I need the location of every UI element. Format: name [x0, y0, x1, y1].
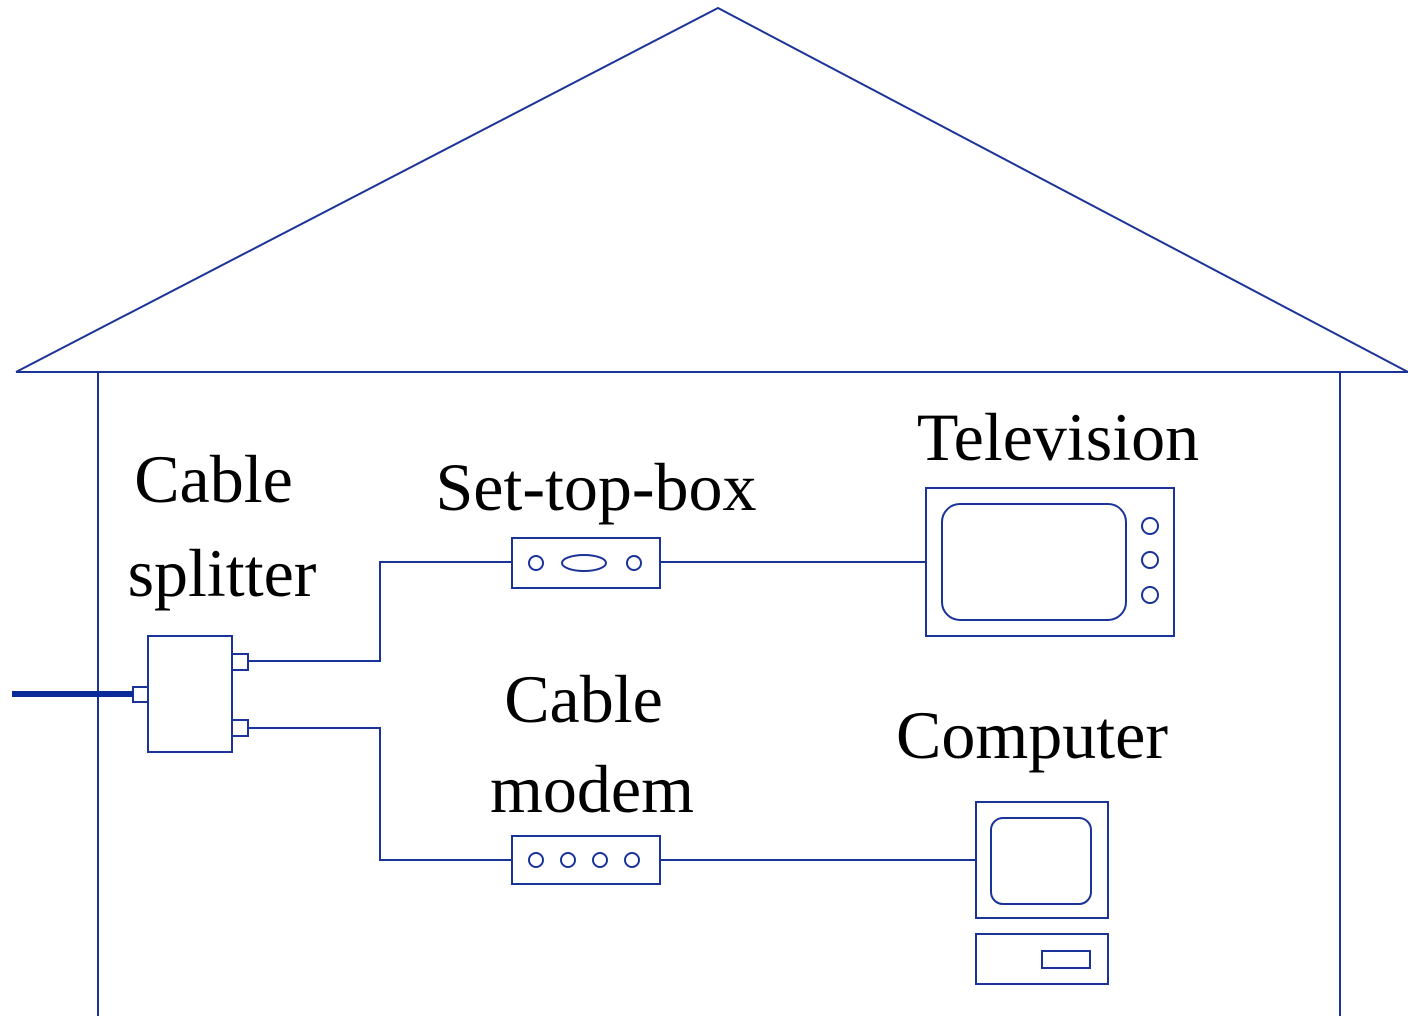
label-cable-splitter-line-1: Cable [134, 441, 293, 517]
television[interactable] [925, 487, 1175, 637]
label-cable-modem: Cable modem [490, 661, 694, 827]
label-set-top-box: Set-top-box [435, 449, 756, 525]
wire-splitter-to-cable-modem [248, 727, 512, 861]
label-television: Television [917, 399, 1199, 475]
cable-splitter[interactable] [132, 635, 249, 753]
label-cable-splitter-line-2: splitter [128, 535, 317, 611]
wire-splitter-to-set-top-box [248, 561, 512, 662]
computer[interactable] [975, 801, 1109, 985]
label-cable-modem-line-1: Cable [504, 661, 663, 737]
house-roof [15, 6, 1408, 373]
label-computer: Computer [896, 697, 1168, 773]
label-cable-splitter: Cable splitter [128, 441, 317, 611]
label-cable-modem-line-2: modem [490, 751, 694, 827]
set-top-box[interactable] [511, 537, 661, 589]
cable-modem[interactable] [511, 835, 661, 885]
